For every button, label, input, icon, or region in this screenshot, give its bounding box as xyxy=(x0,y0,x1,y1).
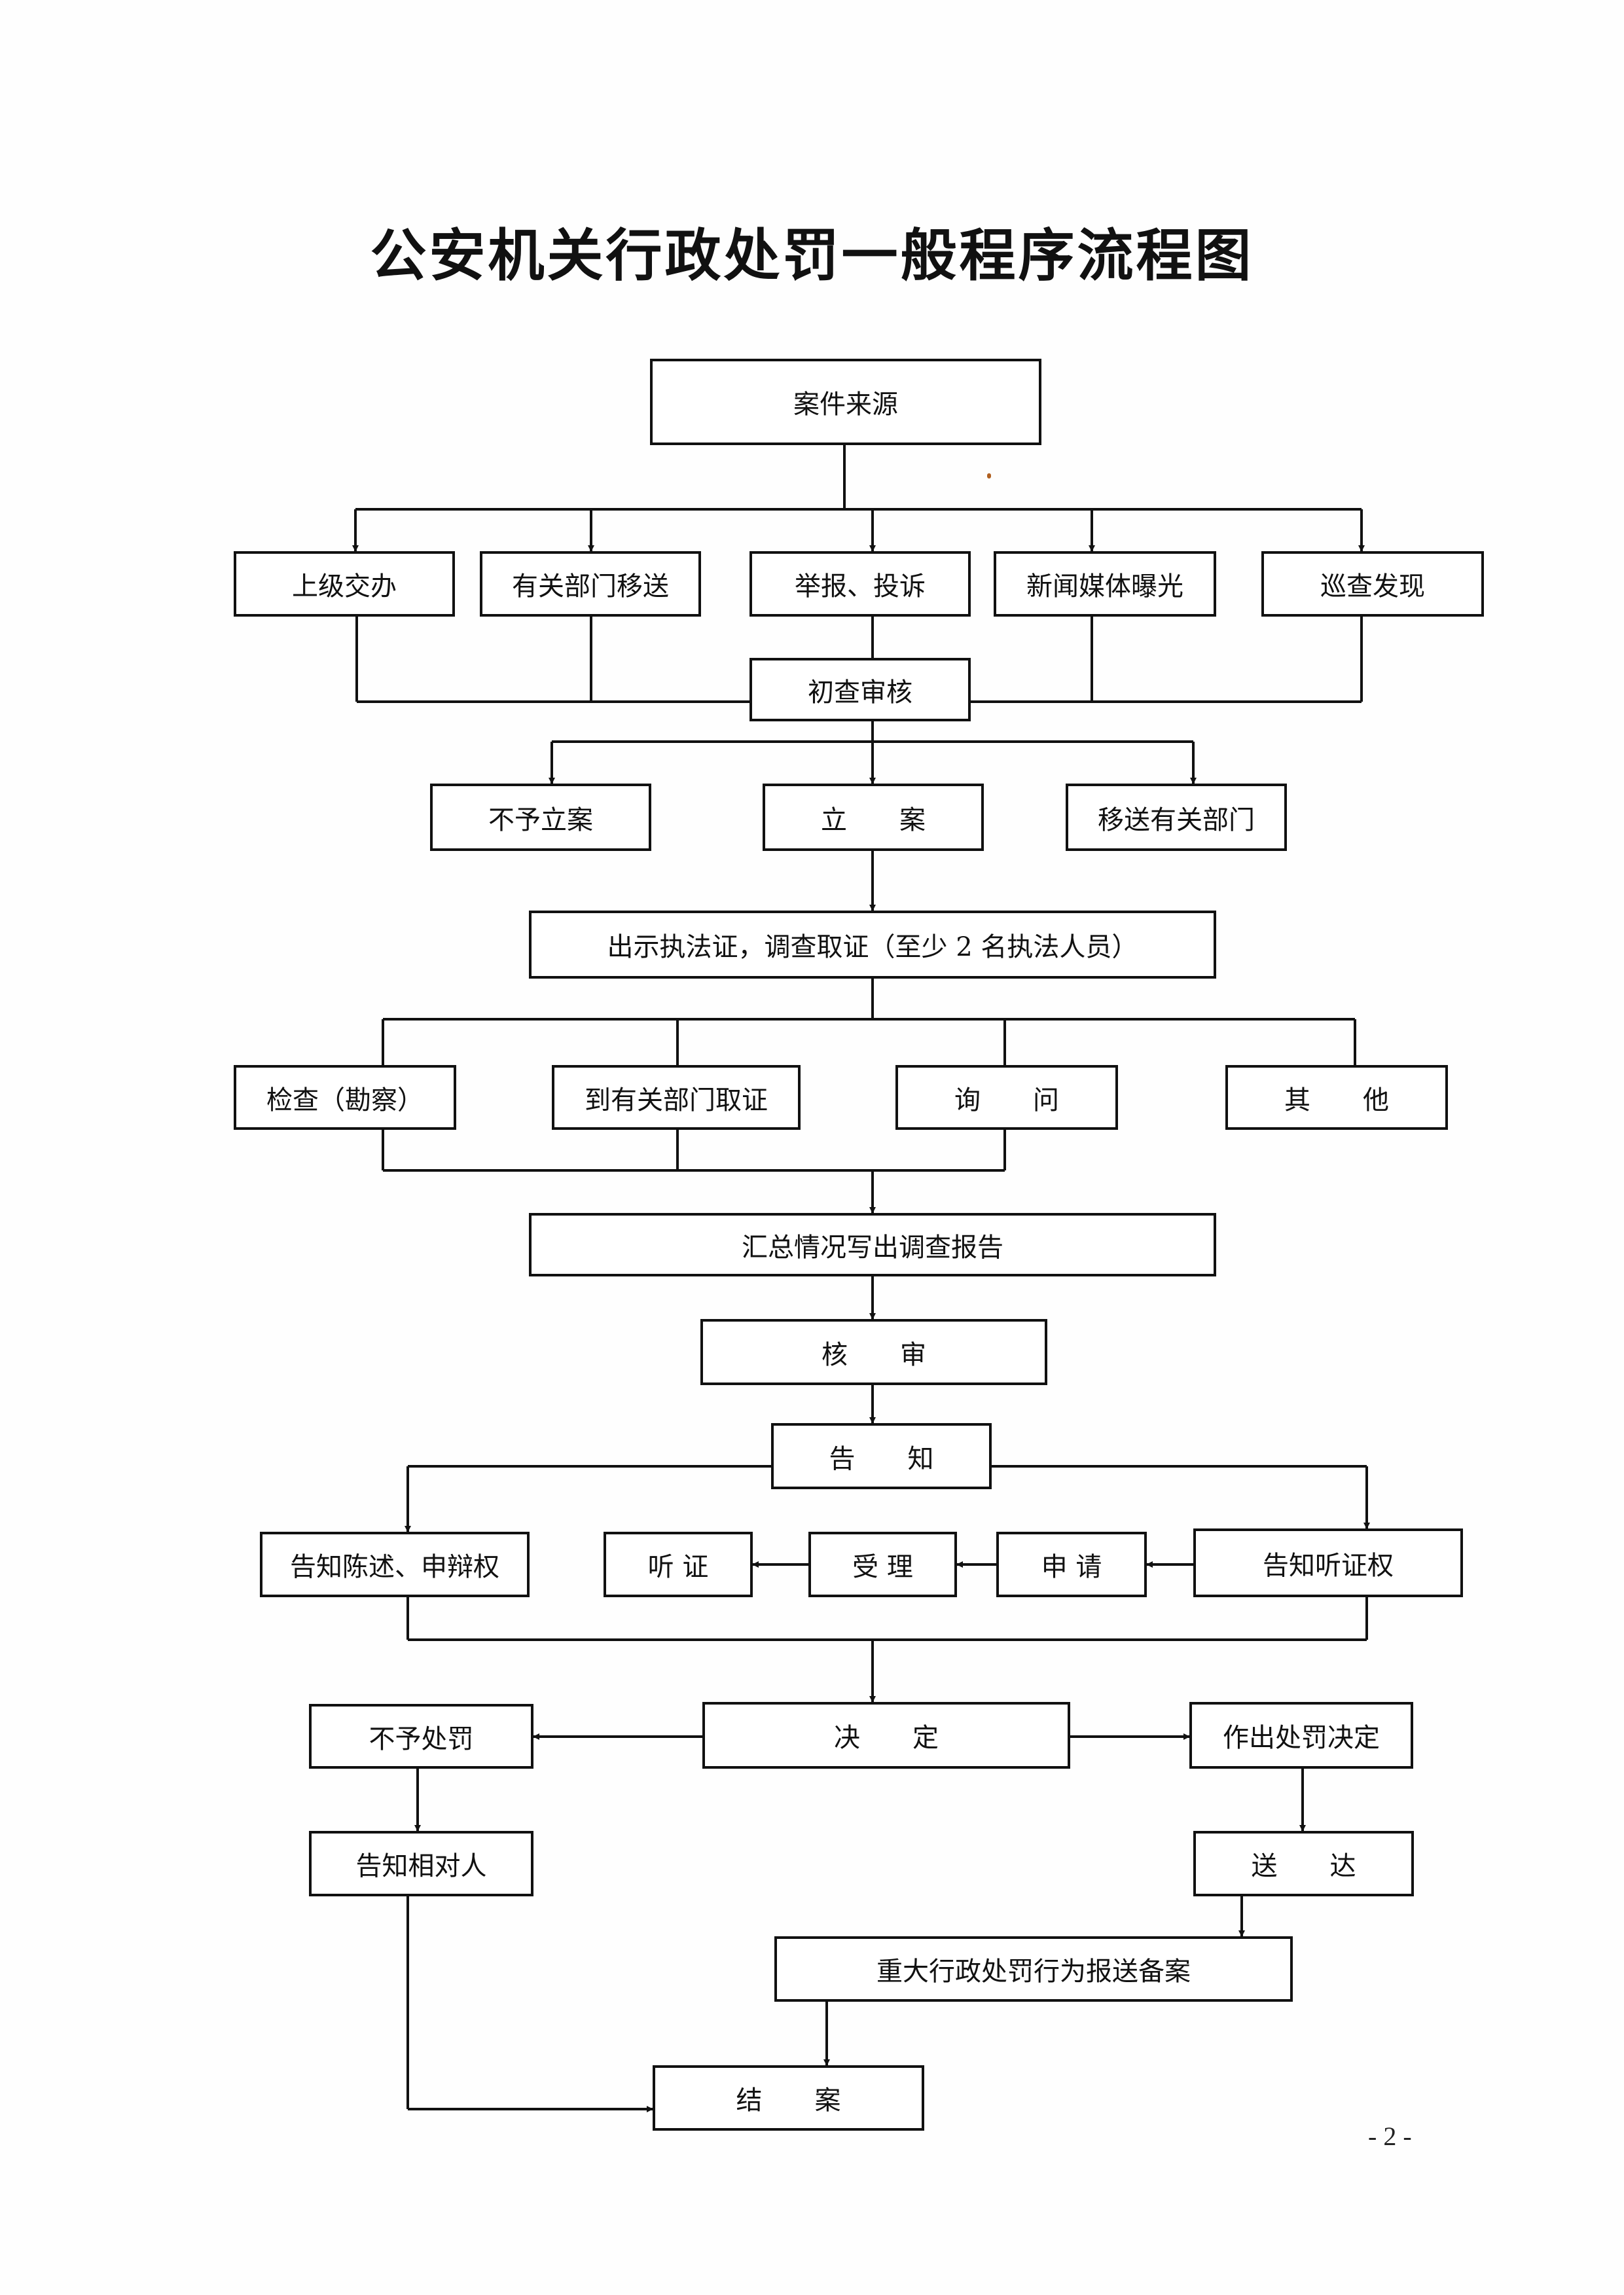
page-number: - 2 - xyxy=(1368,2122,1412,2151)
node-close-case: 结 案 xyxy=(653,2065,924,2131)
node-case-source: 案件来源 xyxy=(650,359,1041,445)
node-inquiry: 询 问 xyxy=(895,1065,1118,1130)
node-preliminary-review: 初查审核 xyxy=(749,658,971,721)
node-notify-defense-right: 告知陈述、申辩权 xyxy=(260,1532,530,1597)
node-patrol-discovery: 巡查发现 xyxy=(1261,551,1484,617)
node-transfer-department: 移送有关部门 xyxy=(1066,784,1287,851)
node-hearing: 听 证 xyxy=(604,1532,753,1597)
node-file-case: 立 案 xyxy=(763,784,984,851)
node-no-case-filing: 不予立案 xyxy=(430,784,651,851)
node-media-exposure: 新闻媒体曝光 xyxy=(994,551,1216,617)
node-department-transfer: 有关部门移送 xyxy=(480,551,701,617)
node-report-complaint: 举报、投诉 xyxy=(749,551,971,617)
node-apply: 申 请 xyxy=(996,1532,1147,1597)
node-make-penalty-decision: 作出处罚决定 xyxy=(1189,1702,1413,1769)
node-notify: 告 知 xyxy=(771,1423,992,1489)
node-notify-hearing-right: 告知听证权 xyxy=(1193,1528,1463,1597)
scan-speck xyxy=(987,473,991,479)
node-review: 核 审 xyxy=(700,1319,1047,1385)
node-evidence-department: 到有关部门取证 xyxy=(552,1065,801,1130)
node-decide: 决 定 xyxy=(702,1702,1070,1769)
node-summary-report: 汇总情况写出调查报告 xyxy=(529,1213,1216,1276)
node-major-penalty-filing: 重大行政处罚行为报送备案 xyxy=(774,1936,1293,2002)
node-deliver: 送 达 xyxy=(1193,1831,1414,1896)
node-other: 其 他 xyxy=(1225,1065,1448,1130)
node-show-certificate: 出示执法证，调查取证（至少 2 名执法人员） xyxy=(529,911,1216,979)
node-superior-assignment: 上级交办 xyxy=(234,551,455,617)
page-title: 公安机关行政处罚一般程序流程图 xyxy=(370,223,1254,289)
node-inspection: 检查（勘察） xyxy=(234,1065,456,1130)
node-accept: 受 理 xyxy=(808,1532,957,1597)
node-no-penalty: 不予处罚 xyxy=(309,1704,533,1769)
node-notify-party: 告知相对人 xyxy=(309,1831,533,1896)
